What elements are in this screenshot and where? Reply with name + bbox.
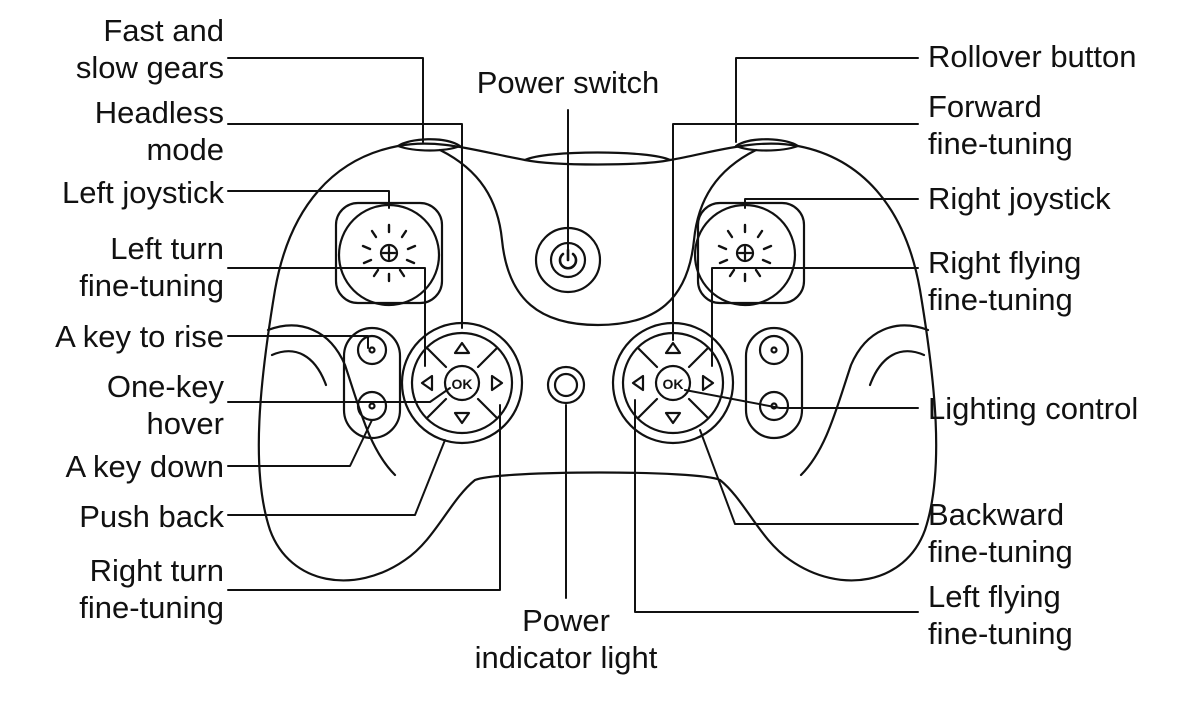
a-key-to-rise-button[interactable] — [356, 334, 388, 366]
leader-lighting-control — [684, 389, 919, 409]
leader-right-joystick — [744, 198, 919, 209]
label-left-flying-fine-tuning: Left flying fine-tuning — [928, 579, 1073, 651]
left-key-capsule — [342, 326, 402, 440]
leader-left-joystick — [227, 190, 390, 209]
left-dpad-up-arrow[interactable] — [453, 341, 471, 355]
leader-lines-right — [634, 57, 919, 613]
label-lighting-control: Lighting control — [928, 391, 1139, 426]
right-dpad-right-arrow[interactable] — [701, 374, 715, 392]
center-valley-contour — [438, 148, 758, 327]
left-bumper — [396, 138, 462, 152]
right-dpad-dividers — [636, 346, 710, 420]
right-key-capsule — [744, 326, 804, 440]
leader-push-back — [227, 439, 446, 516]
label-a-key-to-rise: A key to rise — [55, 319, 224, 354]
leader-rollover — [735, 57, 919, 143]
lighting-control-button[interactable] — [758, 390, 790, 422]
label-left-joystick: Left joystick — [62, 175, 224, 210]
leader-lines-center — [565, 109, 569, 599]
left-ok-label: OK — [452, 376, 473, 392]
controller-body — [257, 142, 938, 582]
right-handle-inner — [868, 350, 926, 387]
right-capsule-top-dot — [770, 346, 778, 354]
leader-left-turn — [227, 267, 426, 367]
a-key-down-dot — [368, 402, 376, 410]
center-top-ridge — [523, 151, 672, 162]
leader-lines-left — [227, 57, 501, 591]
leader-one-key-hover — [227, 387, 451, 403]
right-dpad-up-arrow[interactable] — [664, 341, 682, 355]
leader-backward — [699, 429, 919, 525]
left-dpad-left-arrow[interactable] — [420, 374, 434, 392]
rollover-side-button-top[interactable] — [758, 334, 790, 366]
leader-forward — [672, 123, 919, 341]
label-left-turn-fine-tuning: Left turn fine-tuning — [79, 231, 224, 303]
leader-left-flying — [634, 399, 919, 613]
label-power-indicator-light: Power indicator light — [474, 603, 658, 675]
power-indicator-light-outer — [546, 365, 586, 405]
label-push-back: Push back — [79, 499, 224, 534]
left-dpad-inner — [410, 331, 514, 435]
left-handle-contour — [266, 324, 397, 477]
label-fast-slow-gears: Fast and slow gears — [75, 13, 224, 85]
right-joystick-knob[interactable] — [735, 243, 755, 263]
right-joystick-housing — [696, 201, 806, 305]
leader-a-key-down — [227, 419, 373, 467]
left-handle-inner — [270, 350, 328, 387]
power-icon — [558, 252, 578, 270]
left-dpad-right-arrow[interactable] — [490, 374, 504, 392]
label-right-joystick: Right joystick — [928, 181, 1111, 216]
label-one-key-hover: One-key hover — [106, 369, 224, 441]
right-dpad-down-arrow[interactable] — [664, 411, 682, 425]
label-headless-mode: Headless mode — [94, 95, 224, 167]
label-power-switch: Power switch — [476, 65, 660, 100]
power-indicator-light-inner — [553, 372, 579, 398]
left-dpad-dividers — [425, 346, 499, 420]
leader-right-turn — [227, 404, 501, 591]
right-joystick-rays — [717, 223, 773, 283]
label-right-flying-fine-tuning: Right flying fine-tuning — [928, 245, 1082, 317]
label-backward-fine-tuning: Backward fine-tuning — [928, 497, 1073, 569]
left-joystick-knob[interactable] — [379, 243, 399, 263]
left-ok-button[interactable] — [443, 364, 481, 402]
right-ok-label: OK — [663, 376, 684, 392]
left-joystick-rays — [361, 223, 417, 283]
a-key-to-rise-dot — [368, 346, 376, 354]
label-right-turn-fine-tuning: Right turn fine-tuning — [79, 553, 224, 625]
leader-fast-slow-gears — [227, 57, 424, 143]
leader-headless-mode — [227, 123, 463, 329]
label-a-key-down: A key down — [65, 449, 224, 484]
leader-right-flying — [711, 267, 919, 367]
label-rollover-button: Rollover button — [928, 39, 1137, 74]
a-key-down-button[interactable] — [356, 390, 388, 422]
right-bumper — [734, 138, 800, 152]
right-dpad-left-arrow[interactable] — [631, 374, 645, 392]
leader-a-key-to-rise — [227, 335, 369, 349]
right-ok-button[interactable] — [654, 364, 692, 402]
left-dpad-down-arrow[interactable] — [453, 411, 471, 425]
right-handle-contour — [799, 324, 930, 477]
label-forward-fine-tuning: Forward fine-tuning — [928, 89, 1073, 161]
